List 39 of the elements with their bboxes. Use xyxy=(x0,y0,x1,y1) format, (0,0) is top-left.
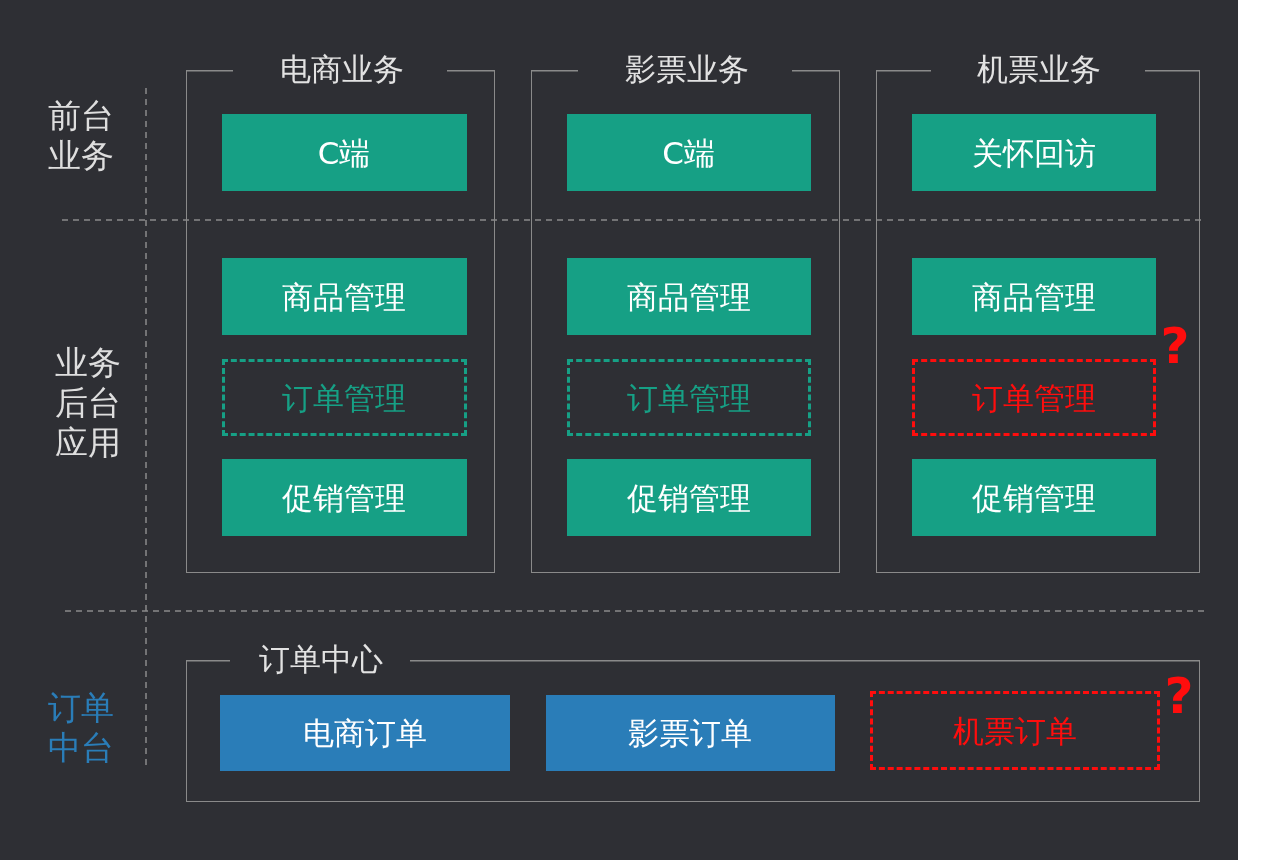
module-tile xyxy=(566,114,811,191)
group-title: 影票业务 xyxy=(624,50,749,89)
module-name: C端 xyxy=(317,133,371,173)
layer-label: 订单中台 xyxy=(48,688,115,768)
module-name: 关怀回访 xyxy=(971,133,1096,173)
group-title: 订单中心 xyxy=(259,640,383,679)
module-name: C端 xyxy=(662,133,715,173)
module-name: 机票订单 xyxy=(952,711,1077,751)
module-tile xyxy=(911,258,1156,335)
module-name: 商品管理 xyxy=(971,277,1096,317)
dashed-module-outline xyxy=(566,359,811,436)
layer-label: 前台业务 xyxy=(48,96,115,176)
module-tile xyxy=(566,459,811,536)
module-tile xyxy=(911,459,1156,536)
module-tile xyxy=(221,258,467,335)
module-tile xyxy=(911,114,1156,191)
order-tile xyxy=(219,695,510,771)
module-name: 促销管理 xyxy=(626,478,751,518)
module-name: 订单管理 xyxy=(626,378,751,418)
module-name: 订单管理 xyxy=(282,378,406,418)
module-tile xyxy=(221,114,467,191)
group-title: 机票业务 xyxy=(977,50,1101,89)
layer-label: 业务后台应用 xyxy=(55,343,122,463)
order-tile xyxy=(545,695,835,771)
module-name: 商品管理 xyxy=(626,277,751,317)
dashed-module-outline xyxy=(869,691,1160,770)
module-tile xyxy=(221,459,467,536)
module-name: 促销管理 xyxy=(971,478,1096,518)
module-name: 订单管理 xyxy=(971,378,1096,418)
question-mark: ? xyxy=(1164,668,1194,724)
dashed-module-outline xyxy=(221,359,467,436)
module-name: 促销管理 xyxy=(282,478,406,518)
module-name: 影票订单 xyxy=(628,714,752,753)
module-name: 电商订单 xyxy=(302,714,427,753)
module-name: 商品管理 xyxy=(282,277,406,317)
group-title: 电商业务 xyxy=(279,50,404,89)
module-tile xyxy=(566,258,811,335)
dashed-module-outline xyxy=(911,359,1156,436)
question-mark: ? xyxy=(1160,318,1190,374)
